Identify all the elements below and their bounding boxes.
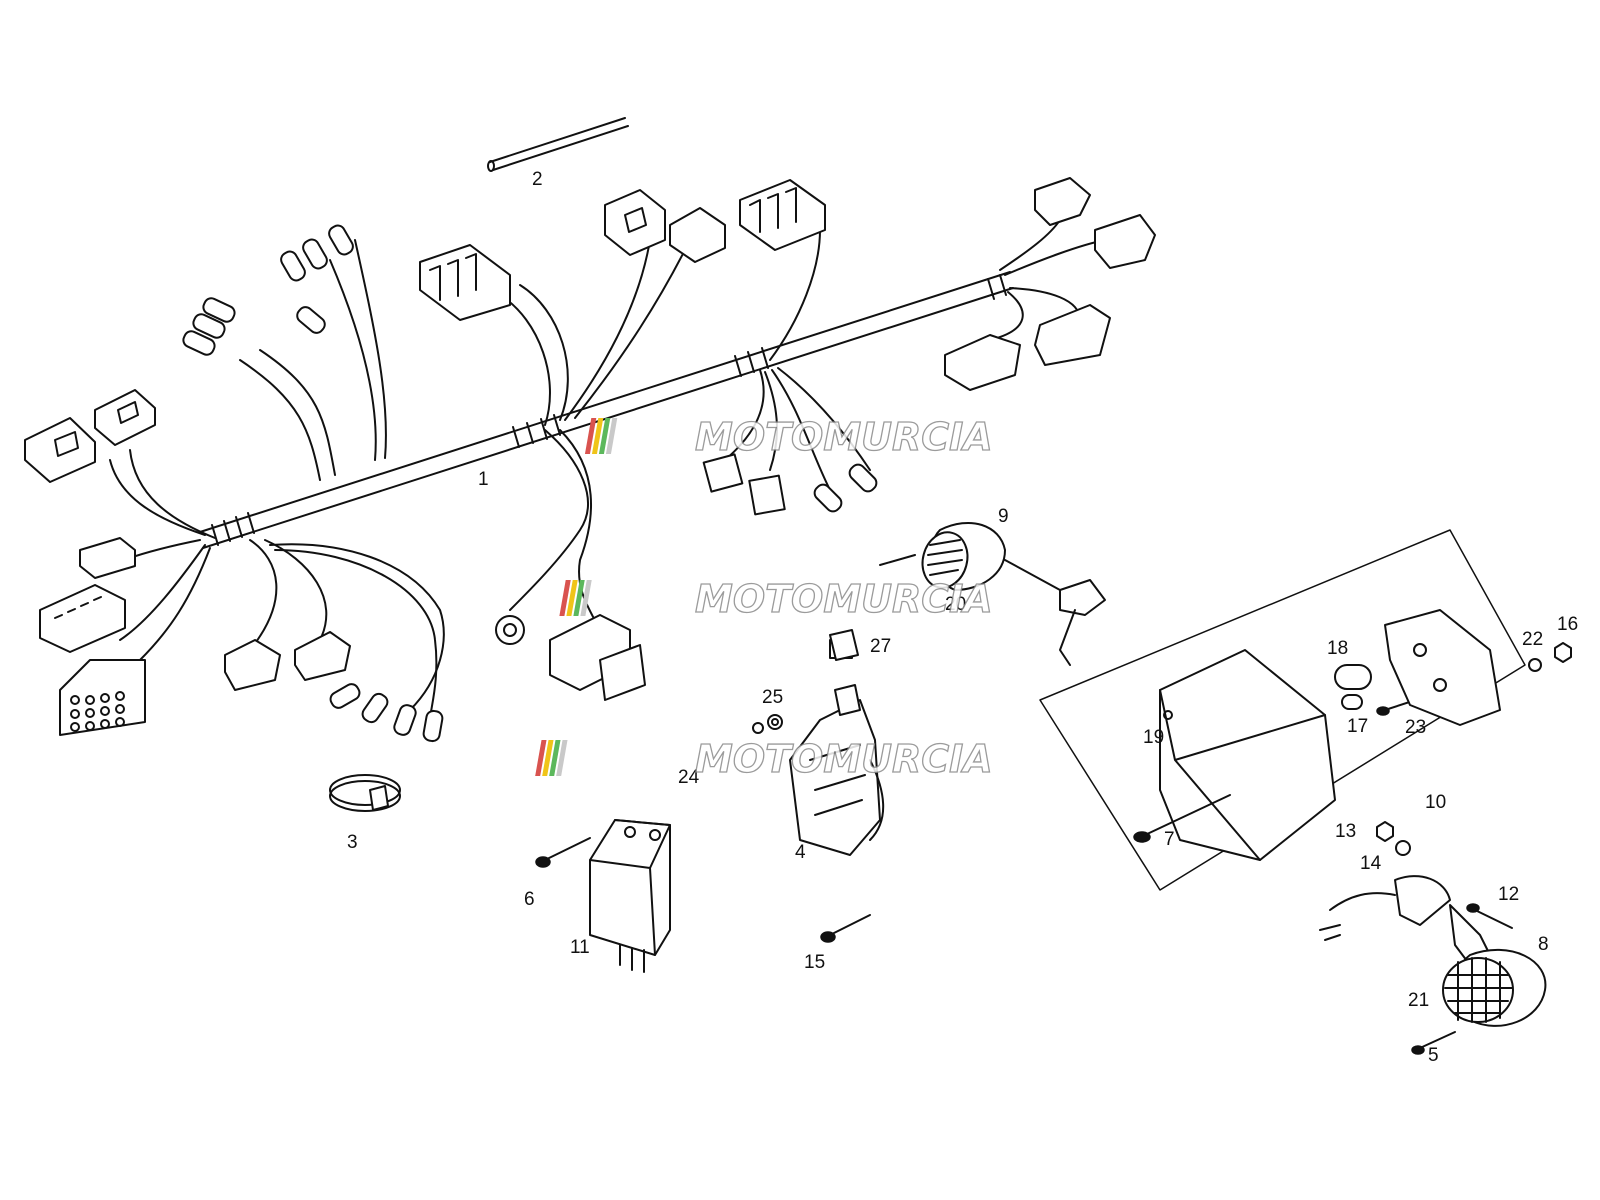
tail-light-housing (1384, 609, 1501, 726)
label-3: 3 (347, 832, 358, 853)
label-7: 7 (1164, 829, 1175, 850)
label-17: 17 (1347, 716, 1368, 737)
watermark-stripe-gray (580, 580, 592, 616)
mid-right-terminals (702, 453, 878, 516)
washer-14 (1395, 840, 1411, 856)
screw-15 (820, 914, 871, 943)
cable-tie (329, 774, 401, 812)
watermark-1: MOTOMURCIA (584, 414, 993, 460)
washer-22 (1528, 658, 1542, 672)
label-11: 11 (570, 937, 590, 958)
watermark-stripe-gray (605, 418, 618, 454)
label-20: 20 (945, 594, 966, 615)
label-21: 21 (1408, 990, 1429, 1011)
ground-ring-terminal (495, 615, 525, 645)
sleeve-tube (487, 117, 629, 172)
washers-24-25 (752, 714, 783, 734)
connector-small-plug (79, 537, 136, 579)
label-2: 2 (532, 169, 543, 190)
watermark-stripe-yellow (542, 740, 554, 776)
label-12: 12 (1498, 884, 1519, 905)
label-5: 5 (1428, 1045, 1439, 1066)
watermark-stripe-red (584, 418, 597, 454)
flasher-relay (589, 819, 671, 973)
watermark-stripe-green (573, 580, 585, 616)
connector-right-4 (944, 334, 1021, 391)
label-10: 10 (1425, 792, 1446, 813)
watermark-stripe-yellow (591, 418, 604, 454)
watermark-stripe-green (598, 418, 611, 454)
connector-right-3 (1034, 304, 1111, 366)
nut-16 (1554, 642, 1572, 663)
watermark-stripe-red (559, 580, 571, 616)
label-9: 9 (998, 506, 1009, 527)
label-4: 4 (795, 842, 806, 863)
label-6: 6 (524, 889, 535, 910)
screw-7 (1133, 794, 1231, 843)
connector-right-1 (1034, 177, 1091, 226)
connector-right-2 (1094, 214, 1156, 269)
tail-light-lens (1159, 649, 1336, 861)
label-1: 1 (478, 469, 489, 490)
wiring-harness (24, 177, 1156, 743)
watermark-text: MOTOMURCIA (695, 577, 993, 621)
watermark-stripe-green (549, 740, 561, 776)
screw-12 (1466, 903, 1513, 929)
label-15: 15 (804, 952, 825, 973)
rear-light-assembly-outline (1039, 529, 1526, 891)
part-number-labels: 1 2 3 4 5 6 7 8 9 10 11 12 13 14 15 16 1… (347, 169, 1578, 1066)
regulator-unit (789, 639, 885, 856)
connector-angled-plug (669, 207, 726, 263)
bulb-17 (1341, 694, 1363, 710)
rear-indicator (1319, 875, 1547, 1027)
watermark-2: MOTOMURCIA (559, 576, 993, 622)
label-16: 16 (1557, 614, 1578, 635)
label-27: 27 (870, 636, 891, 657)
connector-upper-left-1 (24, 417, 96, 483)
watermark-stripe-yellow (566, 580, 578, 616)
connector-rect-plug (604, 189, 666, 256)
clip-nut-27 (829, 629, 859, 661)
watermark-stripe-red (535, 740, 547, 776)
connector-top-right (739, 179, 826, 251)
label-19: 19 (1143, 727, 1164, 748)
connector-mid-upper (419, 244, 511, 321)
watermark-3: MOTOMURCIA (535, 736, 993, 782)
screw-6 (535, 837, 591, 868)
nut-13 (1376, 821, 1394, 842)
label-18: 18 (1327, 638, 1348, 659)
label-23: 23 (1405, 717, 1426, 738)
watermark-text: MOTOMURCIA (695, 737, 993, 781)
front-indicator (879, 521, 1106, 666)
label-8: 8 (1538, 934, 1549, 955)
lower-angled-connectors (224, 631, 351, 691)
label-14: 14 (1360, 853, 1382, 874)
watermark-stripe-gray (556, 740, 568, 776)
harness-tape-bands (211, 274, 1007, 546)
bullet-terminals-group-a (182, 297, 236, 356)
bullet-terminals-group-b (280, 224, 354, 334)
lower-bullet-terminals (329, 683, 444, 743)
watermark-text: MOTOMURCIA (695, 415, 993, 459)
screw-5 (1411, 1031, 1456, 1055)
label-24: 24 (678, 767, 700, 788)
connector-block-12pin (59, 659, 146, 736)
bulb-18 (1334, 664, 1372, 690)
relay-connector (549, 614, 646, 701)
label-13: 13 (1335, 821, 1356, 842)
connector-upper-left-2 (94, 389, 156, 446)
label-22: 22 (1522, 629, 1543, 650)
connector-multi-pin (39, 584, 126, 653)
label-25: 25 (762, 687, 783, 708)
